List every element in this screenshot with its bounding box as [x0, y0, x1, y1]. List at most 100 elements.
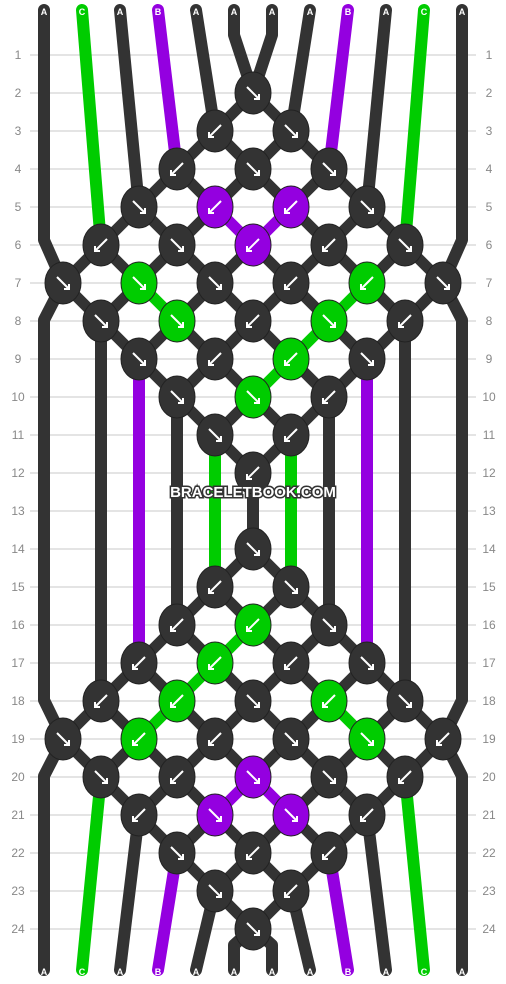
- strand-a-right-top: [361, 4, 392, 213]
- arrow-down-right-icon: [284, 580, 298, 594]
- arrow-head-icon: [216, 284, 222, 290]
- knot: [272, 641, 310, 685]
- arrow-down-left-icon: [170, 694, 184, 708]
- arrow-down-right-icon: [132, 352, 146, 366]
- arrow-down-right-icon: [208, 884, 222, 898]
- arrow-down-left-icon: [208, 200, 222, 214]
- strand-a-left-bottom: [114, 808, 145, 976]
- arrow-head-icon: [132, 740, 138, 746]
- arrow-head-icon: [360, 284, 366, 290]
- arrow-head-icon: [368, 360, 374, 366]
- strand-label-bottom: A: [41, 967, 48, 977]
- arrow-head-icon: [208, 360, 214, 366]
- arrow-head-icon: [246, 246, 252, 252]
- arrow-head-icon: [246, 626, 252, 632]
- strand-label-bottom: A: [459, 967, 466, 977]
- arrow-down-left-icon: [322, 238, 336, 252]
- arrow-head-icon: [140, 284, 146, 290]
- knot: [158, 755, 196, 799]
- arrow-down-left-icon: [284, 884, 298, 898]
- arrow-down-left-icon: [322, 390, 336, 404]
- arrow-head-icon: [216, 892, 222, 898]
- arrow-head-icon: [170, 626, 176, 632]
- arrow-head-icon: [170, 702, 176, 708]
- arrow-head-icon: [254, 170, 260, 176]
- row-label-right: 19: [482, 732, 496, 746]
- row-label-right: 24: [482, 922, 496, 936]
- knot: [196, 337, 234, 381]
- row-label-right: 3: [486, 124, 493, 138]
- knot: [348, 717, 386, 761]
- knot: [196, 565, 234, 609]
- strand-label-top: A: [231, 7, 238, 17]
- arrow-down-right-icon: [208, 808, 222, 822]
- arrow-head-icon: [246, 854, 252, 860]
- arrow-down-left-icon: [246, 618, 260, 632]
- knot: [272, 261, 310, 305]
- knot: [272, 337, 310, 381]
- knot: [310, 831, 348, 875]
- arrow-down-right-icon: [132, 200, 146, 214]
- knot: [82, 679, 120, 723]
- arrow-head-icon: [284, 436, 290, 442]
- knot: [196, 869, 234, 913]
- knot: [310, 223, 348, 267]
- arrow-head-icon: [140, 360, 146, 366]
- arrow-down-left-icon: [436, 732, 450, 746]
- arrow-down-right-icon: [170, 238, 184, 252]
- knot: [386, 755, 424, 799]
- arrow-down-left-icon: [322, 694, 336, 708]
- arrow-head-icon: [208, 208, 214, 214]
- arrow-down-right-icon: [360, 732, 374, 746]
- knot: [196, 793, 234, 837]
- arrow-down-right-icon: [94, 314, 108, 328]
- knot: [348, 261, 386, 305]
- arrow-head-icon: [360, 816, 366, 822]
- arrow-head-icon: [246, 322, 252, 328]
- arrow-down-left-icon: [94, 238, 108, 252]
- arrow-head-icon: [64, 740, 70, 746]
- arrow-down-right-icon: [398, 694, 412, 708]
- row-label-left: 10: [11, 390, 25, 404]
- arrow-head-icon: [254, 398, 260, 404]
- arrow-head-icon: [208, 740, 214, 746]
- watermark-text: BRACELETBOOK.COM: [170, 484, 336, 501]
- row-label-left: 11: [12, 428, 25, 442]
- row-label-left: 20: [11, 770, 25, 784]
- strand-label-bottom: B: [345, 967, 352, 977]
- row-label-left: 23: [11, 884, 25, 898]
- arrow-down-left-icon: [208, 580, 222, 594]
- arrow-down-left-icon: [246, 466, 260, 480]
- strand-b-right-top: [323, 4, 354, 175]
- arrow-down-right-icon: [398, 238, 412, 252]
- arrow-head-icon: [284, 360, 290, 366]
- arrow-head-icon: [170, 170, 176, 176]
- arrow-down-left-icon: [170, 162, 184, 176]
- strand-label-top: A: [307, 7, 314, 17]
- strand-label-bottom: C: [421, 967, 428, 977]
- arrow-down-right-icon: [208, 428, 222, 442]
- knot: [196, 185, 234, 229]
- knot: [310, 375, 348, 419]
- knot: [234, 907, 272, 951]
- row-label-left: 5: [15, 200, 22, 214]
- knot: [348, 185, 386, 229]
- knot: [158, 375, 196, 419]
- knot: [272, 717, 310, 761]
- knot: [234, 831, 272, 875]
- arrow-down-right-icon: [170, 390, 184, 404]
- arrow-down-left-icon: [94, 694, 108, 708]
- row-label-left: 21: [11, 808, 25, 822]
- knot: [234, 147, 272, 191]
- arrow-head-icon: [368, 208, 374, 214]
- row-label-right: 20: [482, 770, 496, 784]
- knot: [234, 679, 272, 723]
- knot: [44, 261, 82, 305]
- strand-label-top: A: [459, 7, 466, 17]
- knot: [120, 185, 158, 229]
- strand-a-right-outer: [437, 4, 468, 976]
- strand-label-bottom: A: [117, 967, 124, 977]
- knot: [310, 603, 348, 647]
